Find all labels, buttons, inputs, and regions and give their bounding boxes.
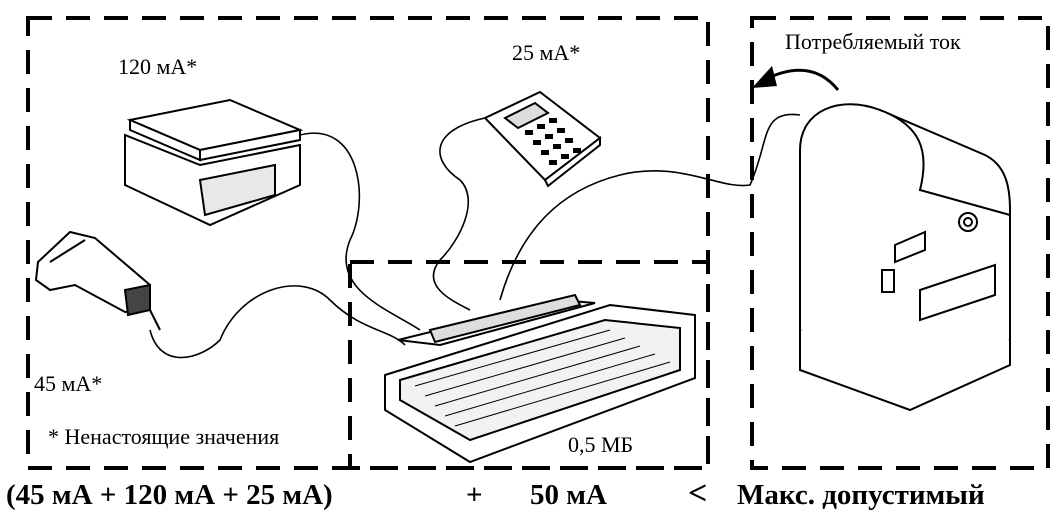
scanner-current-label: 45 мА*	[34, 373, 102, 395]
footnote-label: * Ненастоящие значения	[48, 426, 279, 448]
formula-max-allowed: Макс. допустимый	[737, 481, 985, 510]
scale-icon	[125, 100, 300, 225]
formula-plus: +	[466, 481, 483, 510]
curved-arrow-icon	[752, 66, 838, 90]
consumed-current-label: Потребляемый ток	[782, 31, 964, 53]
terminal-keyboard-icon	[385, 295, 695, 462]
terminal-value-label: 0,5 МБ	[568, 434, 633, 456]
printer-icon	[800, 104, 1010, 410]
formula-terminal-current: 50 мА	[530, 481, 607, 510]
formula-less-than: <	[688, 477, 707, 511]
formula-sum: (45 мА + 120 мА + 25 мА)	[6, 481, 333, 510]
scale-current-label: 120 мА*	[118, 56, 197, 78]
calculator-current-label: 25 мА*	[512, 42, 580, 64]
scanner-icon	[36, 232, 160, 330]
calculator-icon	[485, 92, 600, 186]
